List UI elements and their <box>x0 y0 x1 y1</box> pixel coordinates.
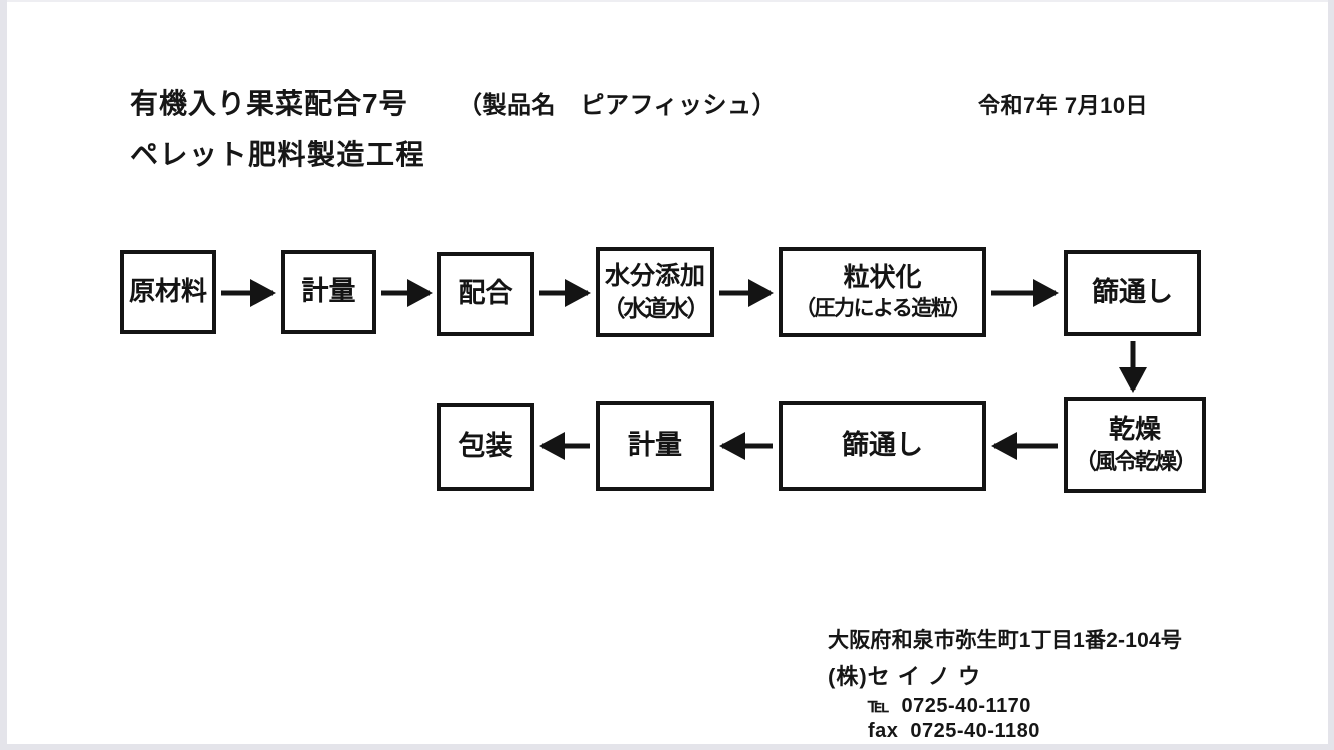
node-label: 配合 <box>458 278 513 309</box>
flow-node-weighing-2: 計量 <box>596 401 714 491</box>
flow-node-raw-material: 原材料 <box>120 250 216 334</box>
flow-node-sieving-1: 篩通し <box>1064 250 1201 336</box>
node-label: 計量 <box>628 430 682 461</box>
scan-edge-right <box>1328 0 1334 750</box>
fax-line: fax 0725-40-1180 <box>868 720 1182 743</box>
scan-edge-left <box>0 0 7 750</box>
document-date: 令和7年 7月10日 <box>978 93 1149 118</box>
node-label: 粒状化 <box>843 261 922 292</box>
node-label: 篩通し <box>842 430 923 461</box>
fax-number: 0725-40-1180 <box>910 720 1040 742</box>
node-label: 包装 <box>458 431 513 462</box>
company-address: 大阪府和泉市弥生町1丁目1番2-104号 <box>828 629 1183 652</box>
node-label: 乾燥 <box>1108 414 1161 445</box>
flow-node-packaging: 包装 <box>437 403 534 491</box>
node-label: 篩通し <box>1092 277 1173 308</box>
tel-label: ℡ <box>868 695 890 717</box>
node-sublabel: （風令乾燥） <box>1074 449 1197 475</box>
node-label: 計量 <box>301 276 356 307</box>
document-title: 有機入り果菜配合7号 <box>130 88 408 119</box>
document-subtitle: ペレット肥料製造工程 <box>130 139 426 170</box>
flow-node-drying: 乾燥 （風令乾燥） <box>1064 397 1206 493</box>
fax-label: fax <box>868 720 899 742</box>
node-label: 原材料 <box>128 276 207 307</box>
node-sublabel: （水道水） <box>602 295 710 322</box>
product-name: （製品名 ピアフィッシュ） <box>458 92 777 119</box>
flow-node-mixing: 配合 <box>437 252 534 336</box>
company-name: (株)セ イ ノ ウ <box>828 664 981 689</box>
tel-number: 0725-40-1170 <box>901 695 1031 717</box>
node-label: 水分添加 <box>604 262 705 291</box>
flow-node-weighing-1: 計量 <box>281 250 376 334</box>
node-sublabel: （圧力による造粒） <box>795 296 971 320</box>
telephone-line: ℡ 0725-40-1170 <box>868 693 1182 718</box>
flow-node-sieving-2: 篩通し <box>779 401 986 491</box>
flow-node-granulation: 粒状化 （圧力による造粒） <box>779 247 986 337</box>
flow-node-water-addition: 水分添加 （水道水） <box>596 247 714 337</box>
scan-edge-bottom <box>0 744 1334 750</box>
scan-edge-top <box>0 0 1334 2</box>
company-info-block: 大阪府和泉市弥生町1丁目1番2-104号 (株)セ イ ノ ウ ℡ 0725-40… <box>828 624 1182 743</box>
